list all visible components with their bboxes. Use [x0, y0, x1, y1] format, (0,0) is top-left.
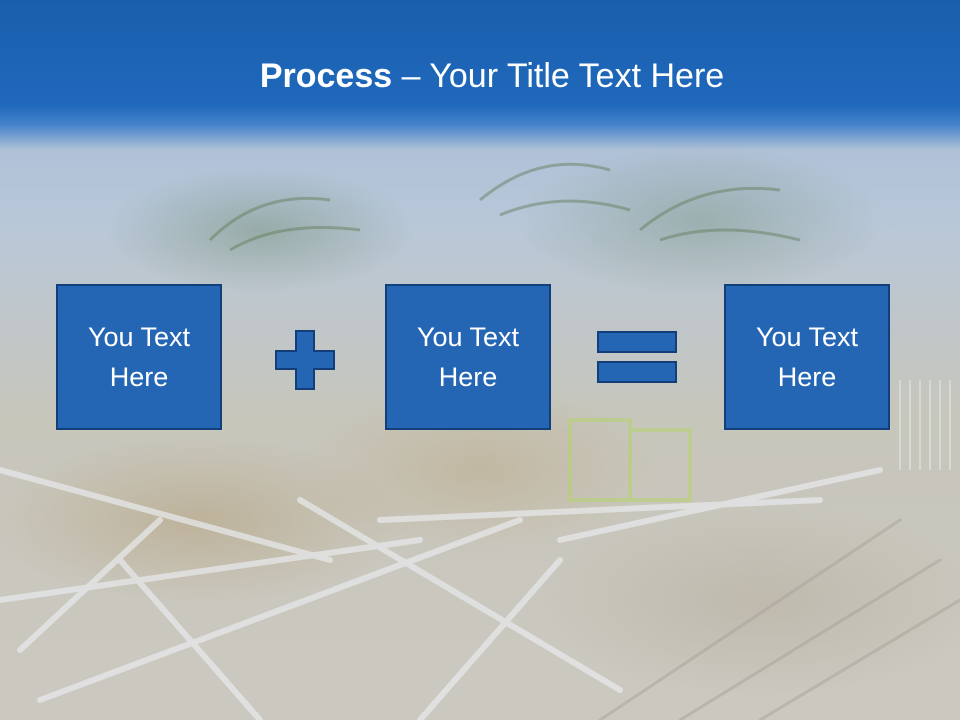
title-bar: Process – Your Title Text Here — [0, 0, 960, 150]
box-3-line-1: You Text — [755, 322, 859, 352]
box-2-line-2: Here — [438, 362, 498, 392]
process-box-1[interactable]: You Text Here — [56, 284, 222, 430]
process-box-2[interactable]: You Text Here — [385, 284, 551, 430]
process-box-3[interactable]: You Text Here — [724, 284, 890, 430]
box-1-line-1: You Text — [87, 322, 191, 352]
slide-title[interactable]: Process – Your Title Text Here — [0, 54, 960, 98]
box-3-line-2: Here — [777, 362, 837, 392]
title-rest-text: – Your Title Text Here — [392, 57, 725, 95]
equals-icon — [597, 331, 677, 383]
box-2-line-1: You Text — [416, 322, 520, 352]
box-1-line-2: Here — [109, 362, 169, 392]
plus-icon — [275, 330, 335, 390]
title-bold-text: Process — [259, 57, 393, 95]
